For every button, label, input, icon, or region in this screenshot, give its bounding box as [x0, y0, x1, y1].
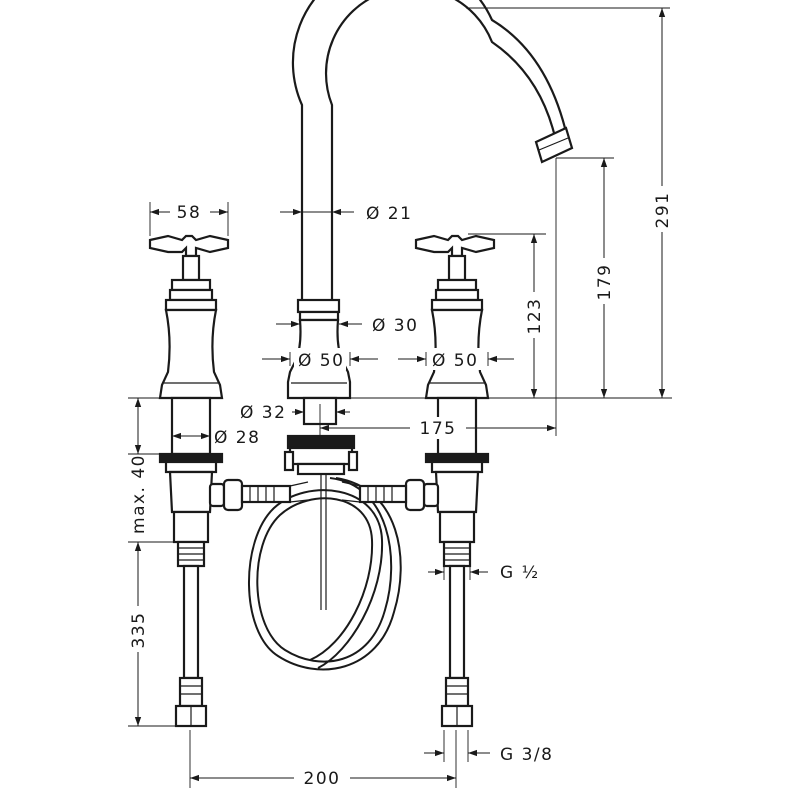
dim-spout-outlet-height: 179 — [595, 264, 615, 301]
spout-mount — [283, 434, 359, 610]
spout-hose-loop — [248, 477, 402, 671]
right-valve — [414, 234, 496, 728]
left-cross-handle — [148, 234, 230, 258]
right-cross-handle — [414, 234, 496, 258]
dim-hose-length: 335 — [129, 612, 149, 649]
dim-inlet-thread-bottom: G 3/8 — [500, 745, 553, 765]
dim-spout-base-diameter: Ø 30 — [372, 316, 418, 336]
dim-deck-thickness: max. 40 — [129, 454, 149, 534]
dim-spout-reach: 175 — [420, 419, 457, 439]
dim-left-body-diameter: Ø 50 — [298, 351, 344, 371]
dim-right-body-diameter: Ø 50 — [432, 351, 478, 371]
dim-bore-side-diameter: Ø 28 — [214, 428, 260, 448]
dim-inlet-thread-top: G ½ — [500, 563, 540, 583]
spout-collar — [296, 298, 341, 314]
dim-bore-center-diameter: Ø 32 — [240, 403, 286, 423]
left-connector — [208, 478, 309, 512]
dim-spout-diameter: Ø 21 — [366, 204, 412, 224]
spout-gooseneck — [291, 0, 567, 304]
dim-handle-height: 123 — [525, 298, 545, 335]
dim-total-height: 291 — [653, 192, 673, 229]
left-valve — [148, 234, 230, 728]
right-connector — [341, 478, 440, 512]
dim-center-distance: 200 — [304, 769, 341, 789]
dim-handle-width: 58 — [177, 203, 202, 223]
spout-outlet — [534, 126, 574, 164]
